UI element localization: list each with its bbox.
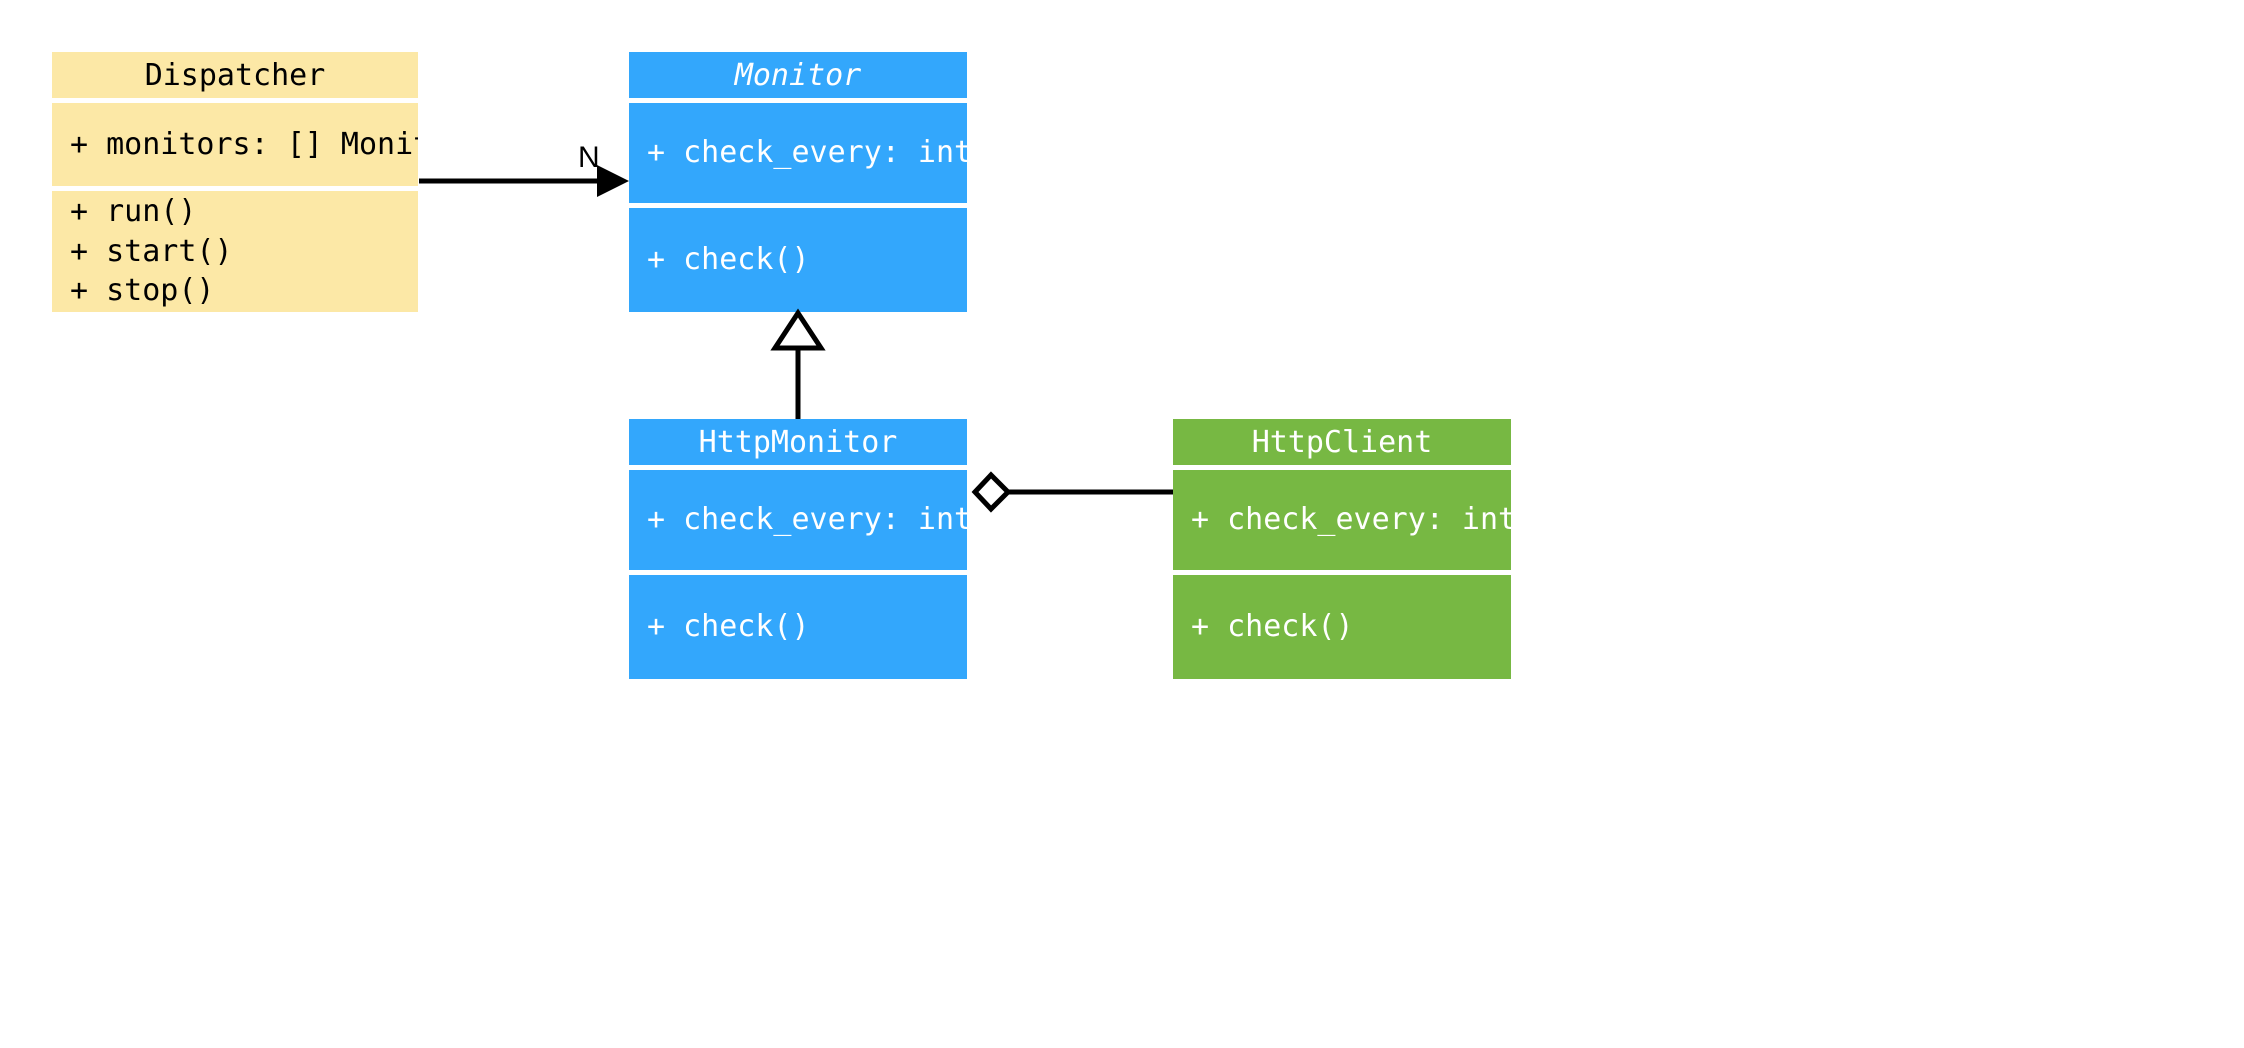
class-name-http-monitor: HttpMonitor — [698, 424, 898, 460]
class-attributes-http-monitor: + check_every: int — [629, 465, 967, 570]
hollow-diamond-icon — [971, 471, 1012, 513]
method-item: + check() — [1191, 609, 1354, 645]
class-name-http-client: HttpClient — [1251, 424, 1433, 460]
class-box-http-monitor[interactable]: HttpMonitor + check_every: int + check() — [629, 419, 967, 679]
class-methods-http-monitor: + check() — [629, 570, 967, 679]
class-methods-dispatcher: + run() + start() + stop() — [52, 186, 418, 312]
relationship-label-multiplicity: N — [578, 141, 600, 174]
method-item: + check() — [647, 609, 810, 645]
method-item: + check() — [647, 242, 810, 278]
class-name-dispatcher: Dispatcher — [144, 57, 326, 93]
method-item: + start() — [70, 233, 233, 269]
class-methods-http-client: + check() — [1173, 570, 1511, 679]
class-box-http-client[interactable]: HttpClient + check_every: int + check() — [1173, 419, 1511, 679]
attribute-item: + check_every: int — [647, 135, 967, 171]
attribute-item: + check_every: int — [1191, 502, 1511, 538]
class-attributes-dispatcher: + monitors: [] Monitor — [52, 98, 418, 186]
method-item: + run() — [70, 193, 197, 229]
method-item: + stop() — [70, 273, 215, 309]
class-attributes-http-client: + check_every: int — [1173, 465, 1511, 570]
class-title-dispatcher: Dispatcher — [52, 52, 418, 98]
attribute-item: + monitors: [] Monitor — [70, 126, 418, 162]
relationship-aggregation-httpmonitor-httpclient — [971, 471, 1173, 513]
class-name-monitor: Monitor — [734, 57, 862, 93]
hollow-triangle-icon — [770, 308, 826, 351]
class-attributes-monitor: + check_every: int — [629, 98, 967, 203]
filled-arrowhead-icon — [597, 165, 629, 197]
relationship-generalization-httpmonitor-monitor — [770, 308, 826, 419]
class-title-monitor: Monitor — [629, 52, 967, 98]
class-title-http-client: HttpClient — [1173, 419, 1511, 465]
class-title-http-monitor: HttpMonitor — [629, 419, 967, 465]
class-box-dispatcher[interactable]: Dispatcher + monitors: [] Monitor + run(… — [52, 52, 418, 312]
class-box-monitor[interactable]: Monitor + check_every: int + check() — [629, 52, 967, 312]
class-methods-monitor: + check() — [629, 203, 967, 312]
attribute-item: + check_every: int — [647, 502, 967, 538]
